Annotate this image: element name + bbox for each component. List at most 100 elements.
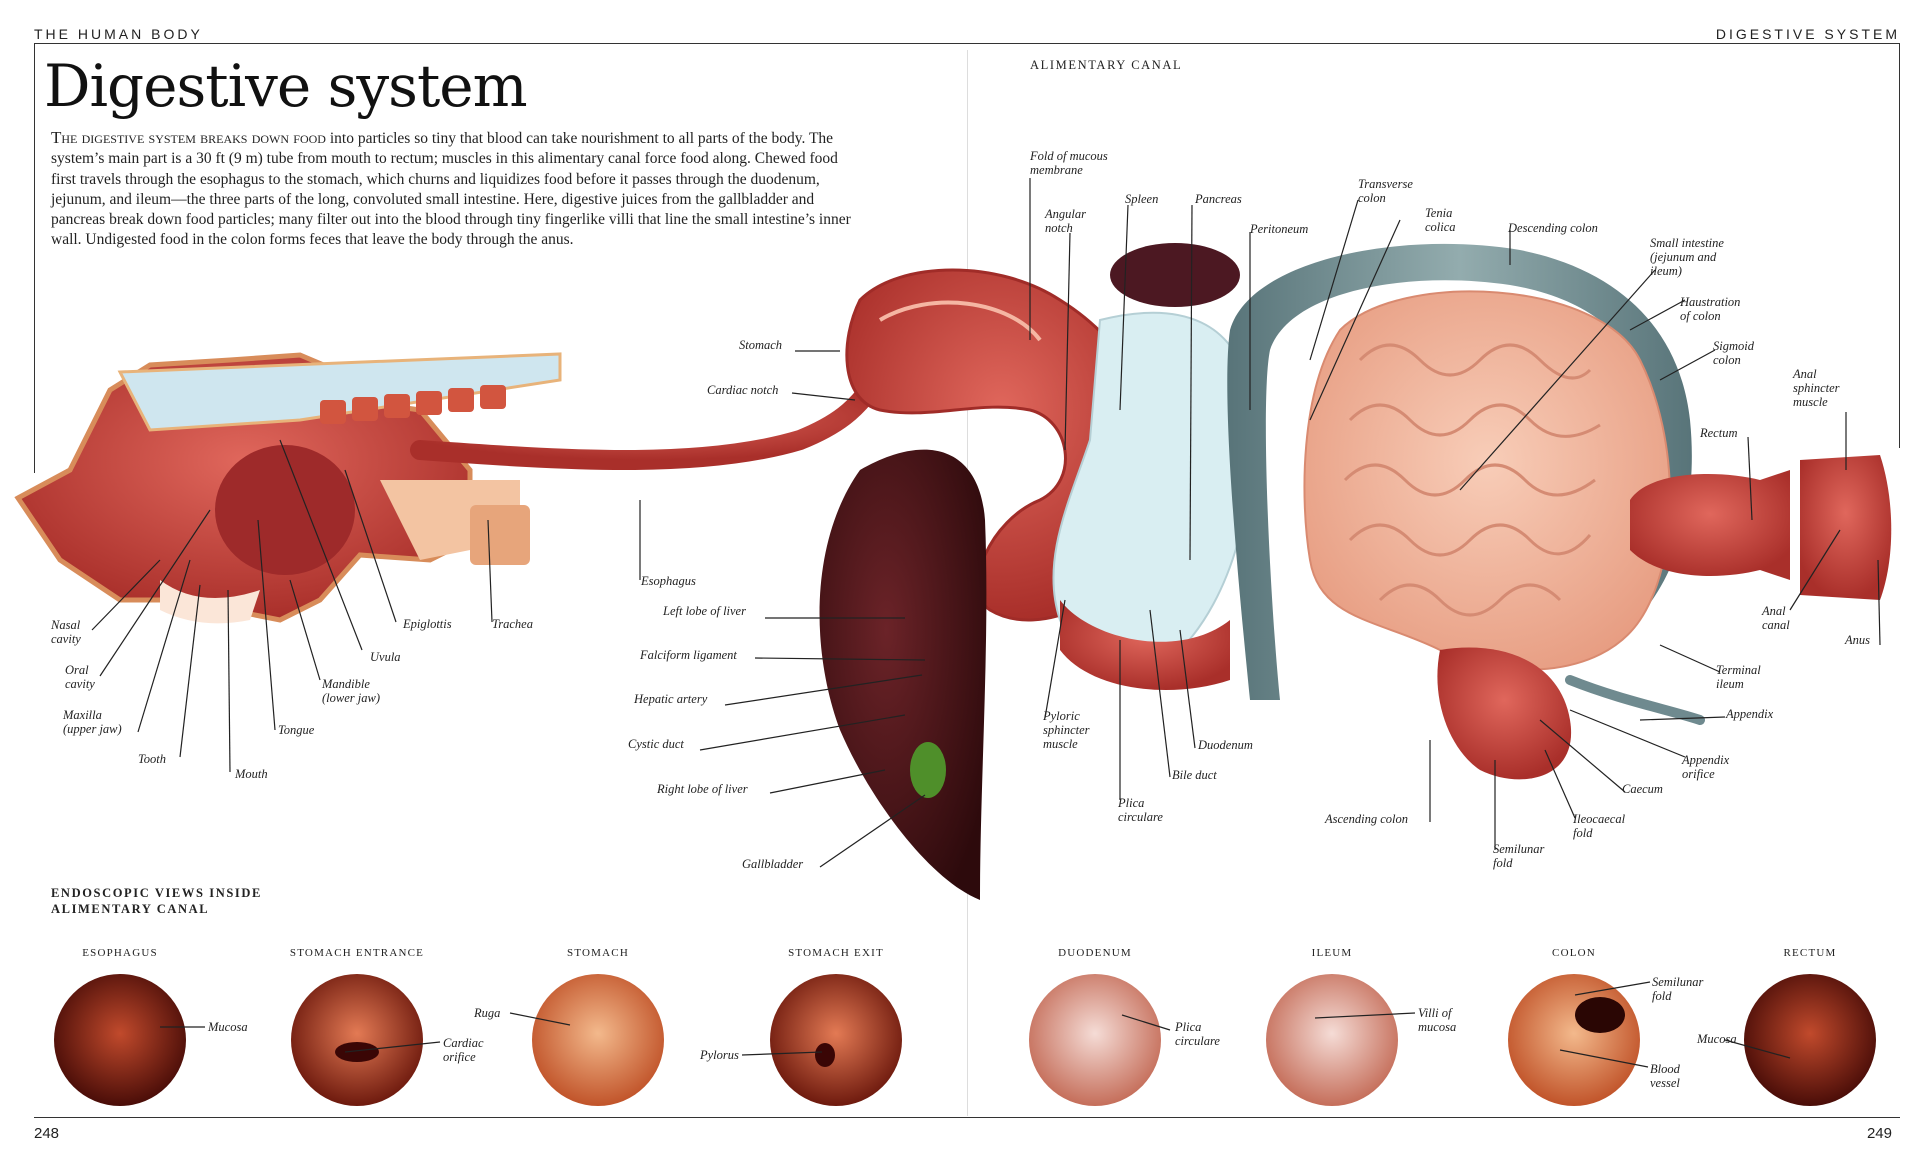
label-sigmoid-colon: Sigmoid colon (1713, 339, 1754, 367)
liver-shape (819, 449, 987, 900)
label-anal-sphincter: Anal sphincter muscle (1793, 367, 1840, 409)
scope-label-mucosa-rectum: Mucosa (1697, 1032, 1737, 1046)
scope-colon (1508, 974, 1640, 1106)
label-rectum: Rectum (1700, 426, 1738, 440)
scope-rectum (1744, 974, 1876, 1106)
top-rule (34, 43, 1900, 44)
label-bile-duct: Bile duct (1172, 768, 1217, 782)
label-esophagus: Esophagus (641, 574, 696, 588)
scope-stomach (532, 974, 664, 1106)
scope-duodenum (1029, 974, 1161, 1106)
gallbladder-shape (910, 742, 946, 798)
label-left-lobe-liver: Left lobe of liver (663, 604, 746, 618)
scope-title-stomach-entrance: STOMACH ENTRANCE (289, 947, 425, 959)
running-head-right: DIGESTIVE SYSTEM (1715, 26, 1900, 42)
label-peritoneum: Peritoneum (1250, 222, 1309, 236)
endoscopic-views (54, 974, 1876, 1106)
left-margin-rule (34, 43, 35, 473)
scope-stomach-exit (770, 974, 902, 1106)
scope-title-stomach-exit: STOMACH EXIT (788, 947, 884, 959)
label-mouth: Mouth (235, 767, 268, 781)
scope-stomach-entrance (291, 974, 423, 1106)
scope-label-blood-vessel: Blood vessel (1650, 1062, 1680, 1090)
running-head-left: THE HUMAN BODY (34, 26, 203, 42)
scope-label-mucosa-esophagus: Mucosa (208, 1020, 248, 1034)
label-uvula: Uvula (370, 650, 401, 664)
scope-label-ruga: Ruga (474, 1006, 501, 1020)
label-maxilla: Maxilla (upper jaw) (63, 708, 122, 736)
scope-label-pylorus: Pylorus (700, 1048, 739, 1062)
label-cardiac-notch: Cardiac notch (707, 383, 779, 397)
label-mandible: Mandible (lower jaw) (322, 677, 380, 705)
scope-title-duodenum: DUODENUM (1058, 947, 1132, 959)
label-fold-mucous: Fold of mucous membrane (1030, 149, 1108, 177)
label-angular-notch: Angular notch (1045, 207, 1086, 235)
label-appendix: Appendix (1726, 707, 1774, 721)
label-terminal-ileum: Terminal ileum (1716, 663, 1761, 691)
label-tongue: Tongue (278, 723, 315, 737)
scope-ileum (1266, 974, 1398, 1106)
section-alimentary-canal: ALIMENTARY CANAL (1030, 58, 1183, 72)
page-number-left: 248 (34, 1125, 60, 1142)
label-duodenum: Duodenum (1198, 738, 1253, 752)
label-tooth: Tooth (138, 752, 167, 766)
label-descending-colon: Descending colon (1508, 221, 1598, 235)
label-appendix-orifice: Appendix orifice (1682, 753, 1730, 781)
intro-paragraph: The digestive system breaks down food in… (51, 128, 851, 251)
right-margin-rule (1899, 43, 1900, 448)
scope-label-semilunar-fold: Semilunar fold (1652, 975, 1704, 1003)
scope-title-colon: COLON (1552, 947, 1596, 959)
scope-esophagus (54, 974, 186, 1106)
caecum-shape (1437, 647, 1572, 780)
label-transverse-colon: Transverse colon (1358, 177, 1413, 205)
scope-title-esophagus: ESOPHAGUS (82, 947, 158, 959)
head-cross-section (14, 352, 562, 624)
page-number-right: 249 (1866, 1125, 1892, 1142)
scope-leaders (160, 981, 1791, 1068)
intro-lead: The digestive system breaks down food (51, 128, 326, 147)
label-pyloric-sphincter: Pyloric sphincter muscle (1043, 709, 1090, 751)
label-cystic-duct: Cystic duct (628, 737, 684, 751)
scope-title-ileum: ILEUM (1311, 947, 1353, 959)
leader-lines (91, 178, 1881, 868)
duodenum-shape (1060, 600, 1230, 690)
label-oral-cavity: Oral cavity (65, 663, 95, 691)
scope-title-stomach: STOMACH (567, 947, 629, 959)
scope-label-cardiac-orifice: Cardiac orifice (443, 1036, 484, 1064)
intro-body: into particles so tiny that blood can ta… (51, 130, 851, 249)
label-spleen: Spleen (1125, 192, 1159, 206)
label-nasal-cavity: Nasal cavity (51, 618, 81, 646)
scope-label-plica-circulare: Plica circulare (1175, 1020, 1220, 1048)
label-pancreas: Pancreas (1195, 192, 1242, 206)
label-epiglottis: Epiglottis (403, 617, 452, 631)
label-stomach: Stomach (739, 338, 783, 352)
label-falciform-ligament: Falciform ligament (640, 648, 737, 662)
anal-canal-shape (1800, 455, 1892, 600)
appendix-shape (1565, 675, 1705, 725)
label-semilunar-fold: Semilunar fold (1493, 842, 1545, 870)
scope-title-rectum: RECTUM (1783, 947, 1837, 959)
label-gallbladder: Gallbladder (742, 857, 804, 871)
label-small-intestine: Small intestine (jejunum and ileum) (1650, 236, 1724, 278)
bottom-rule (34, 1117, 1900, 1118)
label-caecum: Caecum (1622, 782, 1663, 796)
small-intestine-shape (1303, 290, 1671, 671)
label-haustration: Haustration of colon (1680, 295, 1741, 323)
label-tenia-colica: Tenia colica (1425, 206, 1456, 234)
label-anus: Anus (1845, 633, 1870, 647)
page-title: Digestive system (44, 52, 528, 120)
label-right-lobe-liver: Right lobe of liver (657, 782, 748, 796)
esophagus-tube (410, 380, 880, 470)
label-ascending-colon: Ascending colon (1325, 812, 1408, 826)
colon-shape (1227, 243, 1692, 700)
section-endoscopic-views: ENDOSCOPIC VIEWS INSIDE ALIMENTARY CANAL (51, 886, 262, 916)
label-trachea: Trachea (492, 617, 533, 631)
label-anal-canal: Anal canal (1762, 604, 1790, 632)
scope-label-villi: Villi of mucosa (1418, 1006, 1457, 1034)
spleen-shape (1110, 243, 1240, 307)
label-ileocaecal-fold: Ileocaecal fold (1573, 812, 1626, 840)
label-plica-circulare: Plica circulare (1118, 796, 1163, 824)
label-hepatic-artery: Hepatic artery (634, 692, 708, 706)
rectum-shape (1630, 470, 1790, 580)
